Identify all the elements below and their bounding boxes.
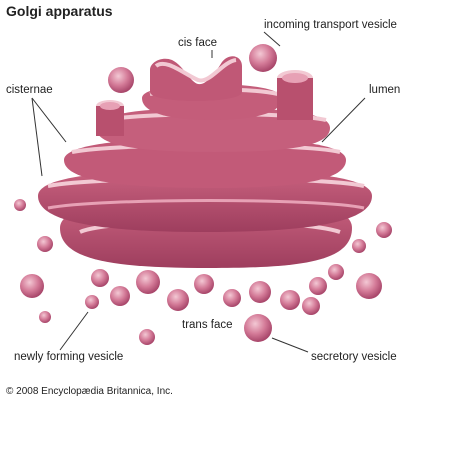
label-incoming-transport-vesicle: incoming transport vesicle — [264, 19, 397, 31]
trans-vesicles — [91, 264, 344, 311]
label-lumen: lumen — [369, 84, 401, 96]
label-cisternae: cisternae — [6, 84, 53, 96]
secretory-vesicle — [244, 314, 272, 342]
label-trans-face: trans face — [182, 319, 233, 331]
cisterna-stack — [38, 56, 372, 268]
label-newly-forming-vesicle: newly forming vesicle — [14, 351, 124, 363]
label-cis-face: cis face — [178, 37, 217, 49]
leader-lines — [31, 31, 366, 353]
page-title: Golgi apparatus — [6, 3, 113, 19]
label-secretory-vesicle: secretory vesicle — [311, 351, 397, 363]
free-vesicles — [14, 44, 392, 345]
incoming-transport-vesicle — [249, 44, 277, 72]
copyright: © 2008 Encyclopædia Britannica, Inc. — [6, 386, 173, 397]
